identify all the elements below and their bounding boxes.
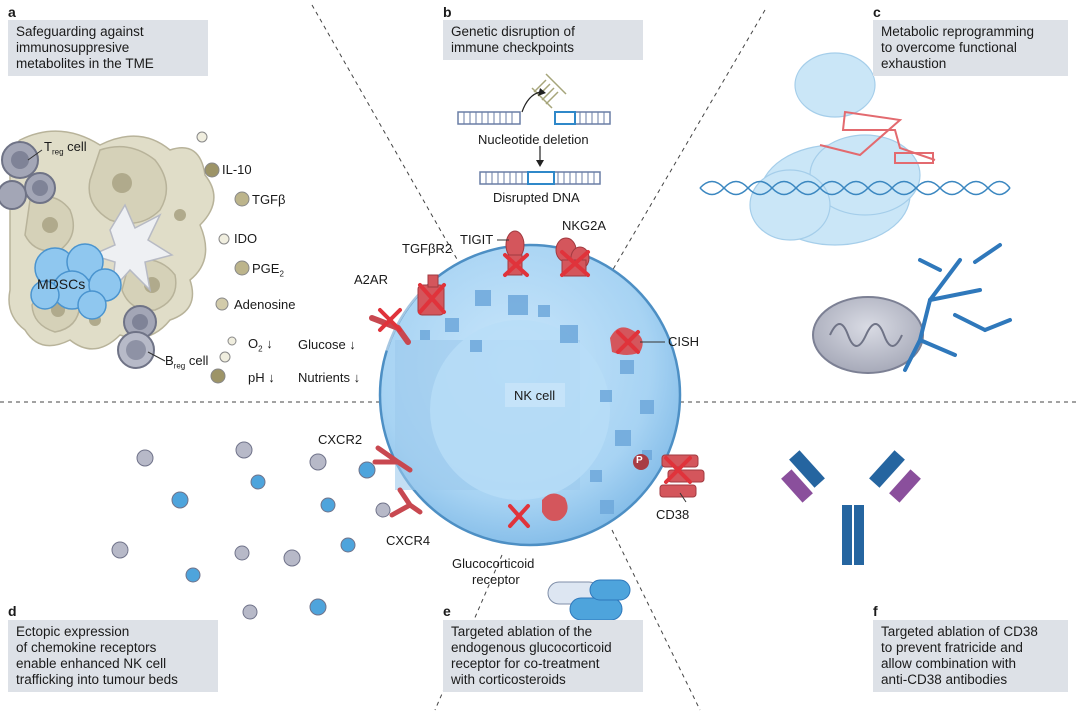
a2ar-label: A2AR (354, 272, 388, 287)
cish-label: CISH (668, 334, 700, 349)
dna-nucleotide-deletion (457, 73, 611, 167)
dna-disrupted (479, 171, 601, 185)
breg-nucleus (126, 340, 146, 360)
glucose-label: Glucose ↓ (298, 337, 356, 352)
nk-label-bg (505, 383, 565, 407)
o2-label: O2 ↓ (248, 336, 273, 354)
caption-line: allow combination with (881, 656, 1017, 671)
caption-line: immune checkpoints (451, 40, 575, 55)
phospho-label: P (636, 455, 643, 466)
metabolite-dots (196, 131, 250, 384)
panel-d-caption: Ectopic expression of chemokine receptor… (8, 620, 218, 692)
pge2-label: PGE2 (252, 261, 284, 279)
caption-line: Targeted ablation of the (451, 624, 593, 639)
panel-f-caption: Targeted ablation of CD38 to prevent fra… (873, 620, 1068, 692)
breg-cell-label: Breg cell (165, 353, 209, 371)
il10-label: IL-10 (222, 162, 252, 177)
panel-letter-f: f (873, 603, 878, 619)
panel-letter-e: e (443, 603, 451, 619)
nkg2a-label: NKG2A (562, 218, 607, 233)
caption-line: endogenous glucocorticoid (451, 640, 612, 655)
receptor-cxcr4 (389, 487, 423, 518)
caption-line: to prevent fratricide and (881, 640, 1023, 655)
caption-line: Targeted ablation of CD38 (881, 624, 1038, 639)
caption-line: trafficking into tumour beds (16, 672, 178, 687)
granules (420, 290, 654, 514)
panel-letter-b: b (443, 4, 452, 20)
mdscs-cluster (30, 243, 122, 320)
caption-line: receptor for co-treatment (451, 656, 600, 671)
cas-complex (749, 52, 921, 246)
caption-line: metabolites in the TME (16, 56, 154, 71)
anti-cd38-antibody (781, 450, 921, 565)
caption-line: anti-CD38 antibodies (881, 672, 1008, 687)
cd38-label: CD38 (656, 507, 690, 522)
caption-line: to overcome functional (881, 40, 1017, 55)
panel-letter-c: c (873, 4, 881, 20)
caption-line: of chemokine receptors (16, 640, 157, 655)
nucleotide-deletion-label: Nucleotide deletion (478, 132, 589, 147)
glucocorticoid-label: Glucocorticoid (452, 556, 535, 571)
guide-rna (819, 110, 936, 164)
disrupted-dna-label: Disrupted DNA (493, 190, 580, 205)
knockout-crosses (378, 250, 692, 528)
tumour-cell-cluster (8, 130, 215, 350)
nutrients-label: Nutrients ↓ (298, 370, 361, 385)
receptor-leaders (497, 239, 687, 503)
receptor-label: receptor (472, 572, 520, 587)
dna-helix-c (699, 180, 1011, 196)
corticosteroid-pills (547, 579, 631, 621)
treg-nuclei (11, 151, 148, 330)
panel-c-caption: Metabolic reprogramming to overcome func… (873, 20, 1068, 76)
panel-b-caption: Genetic disruption of immune checkpoints (443, 20, 643, 60)
ph-label: pH ↓ (248, 370, 275, 385)
tigit-label: TIGIT (460, 232, 494, 247)
glucocorticoid-receptor-shape (542, 493, 568, 521)
treg-cell-label: Treg cell (44, 139, 87, 157)
phospho-group (633, 454, 649, 470)
panel-dividers (0, 4, 1080, 711)
mitochondrion (812, 296, 924, 374)
caption-line: Safeguarding against (16, 24, 144, 39)
nk-cell-label: NK cell (514, 388, 556, 403)
receptor-cxcr2 (372, 445, 413, 473)
caption-line: exhaustion (881, 56, 947, 71)
caption-line: Ectopic expression (16, 624, 130, 639)
glycogen-branch (903, 243, 1012, 372)
caption-line: Metabolic reprogramming (881, 24, 1035, 39)
tgfbr2-label: TGFβR2 (402, 241, 453, 256)
panel-e-caption: Targeted ablation of the endogenous gluc… (443, 620, 643, 692)
caption-line: with corticosteroids (451, 672, 566, 687)
tgfb-label: TGFβ (252, 192, 286, 207)
caption-line: immunosuppresive (16, 40, 130, 55)
nk-nucleus (430, 320, 610, 500)
caption-line: enable enhanced NK cell (16, 656, 167, 671)
cxcr4-label: CXCR4 (386, 533, 431, 548)
ido-label: IDO (234, 231, 258, 246)
cxcr2-label: CXCR2 (318, 432, 363, 447)
mdscs-label: MDSCs (37, 276, 86, 292)
caption-line: Genetic disruption of (451, 24, 575, 39)
panel-letter-d: d (8, 603, 17, 619)
panel-a-caption: Safeguarding against immunosuppresive me… (8, 20, 208, 76)
receptor-cd38 (659, 454, 705, 498)
cell-label-leaders (27, 149, 166, 362)
panel-letter-a: a (8, 4, 16, 20)
adenosine-label: Adenosine (234, 297, 296, 312)
chemokine-dots (111, 441, 391, 620)
